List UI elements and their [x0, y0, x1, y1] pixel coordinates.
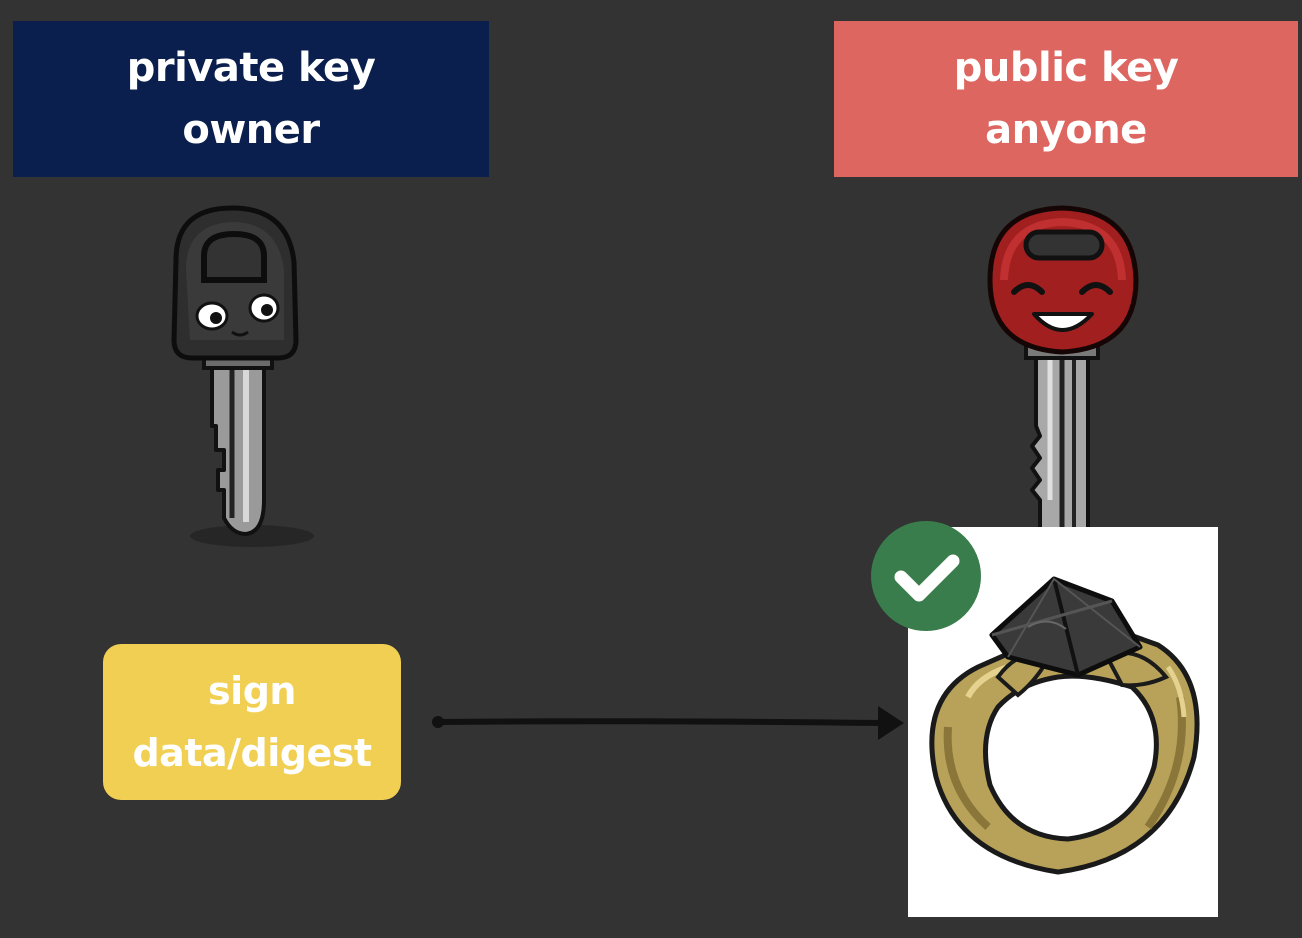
sign-data-box: sign data/digest — [103, 644, 401, 800]
private-key-title: private key — [126, 45, 376, 91]
sign-data-digest-label: data/digest — [132, 731, 372, 775]
check-mark-icon — [894, 554, 960, 602]
private-key-label-box: private key owner — [13, 21, 489, 177]
private-key-subtitle: owner — [182, 107, 320, 153]
sign-label: sign — [208, 669, 296, 713]
dark-key-character-icon — [171, 205, 314, 547]
public-key-label-box: public key anyone — [834, 21, 1298, 177]
public-key-title: public key — [953, 45, 1179, 91]
public-key-subtitle: anyone — [985, 107, 1147, 153]
check-circle-icon — [871, 521, 981, 631]
arrow-right-icon — [432, 706, 904, 740]
red-smiling-key-icon — [987, 205, 1139, 532]
signet-ring-icon — [929, 576, 1200, 875]
